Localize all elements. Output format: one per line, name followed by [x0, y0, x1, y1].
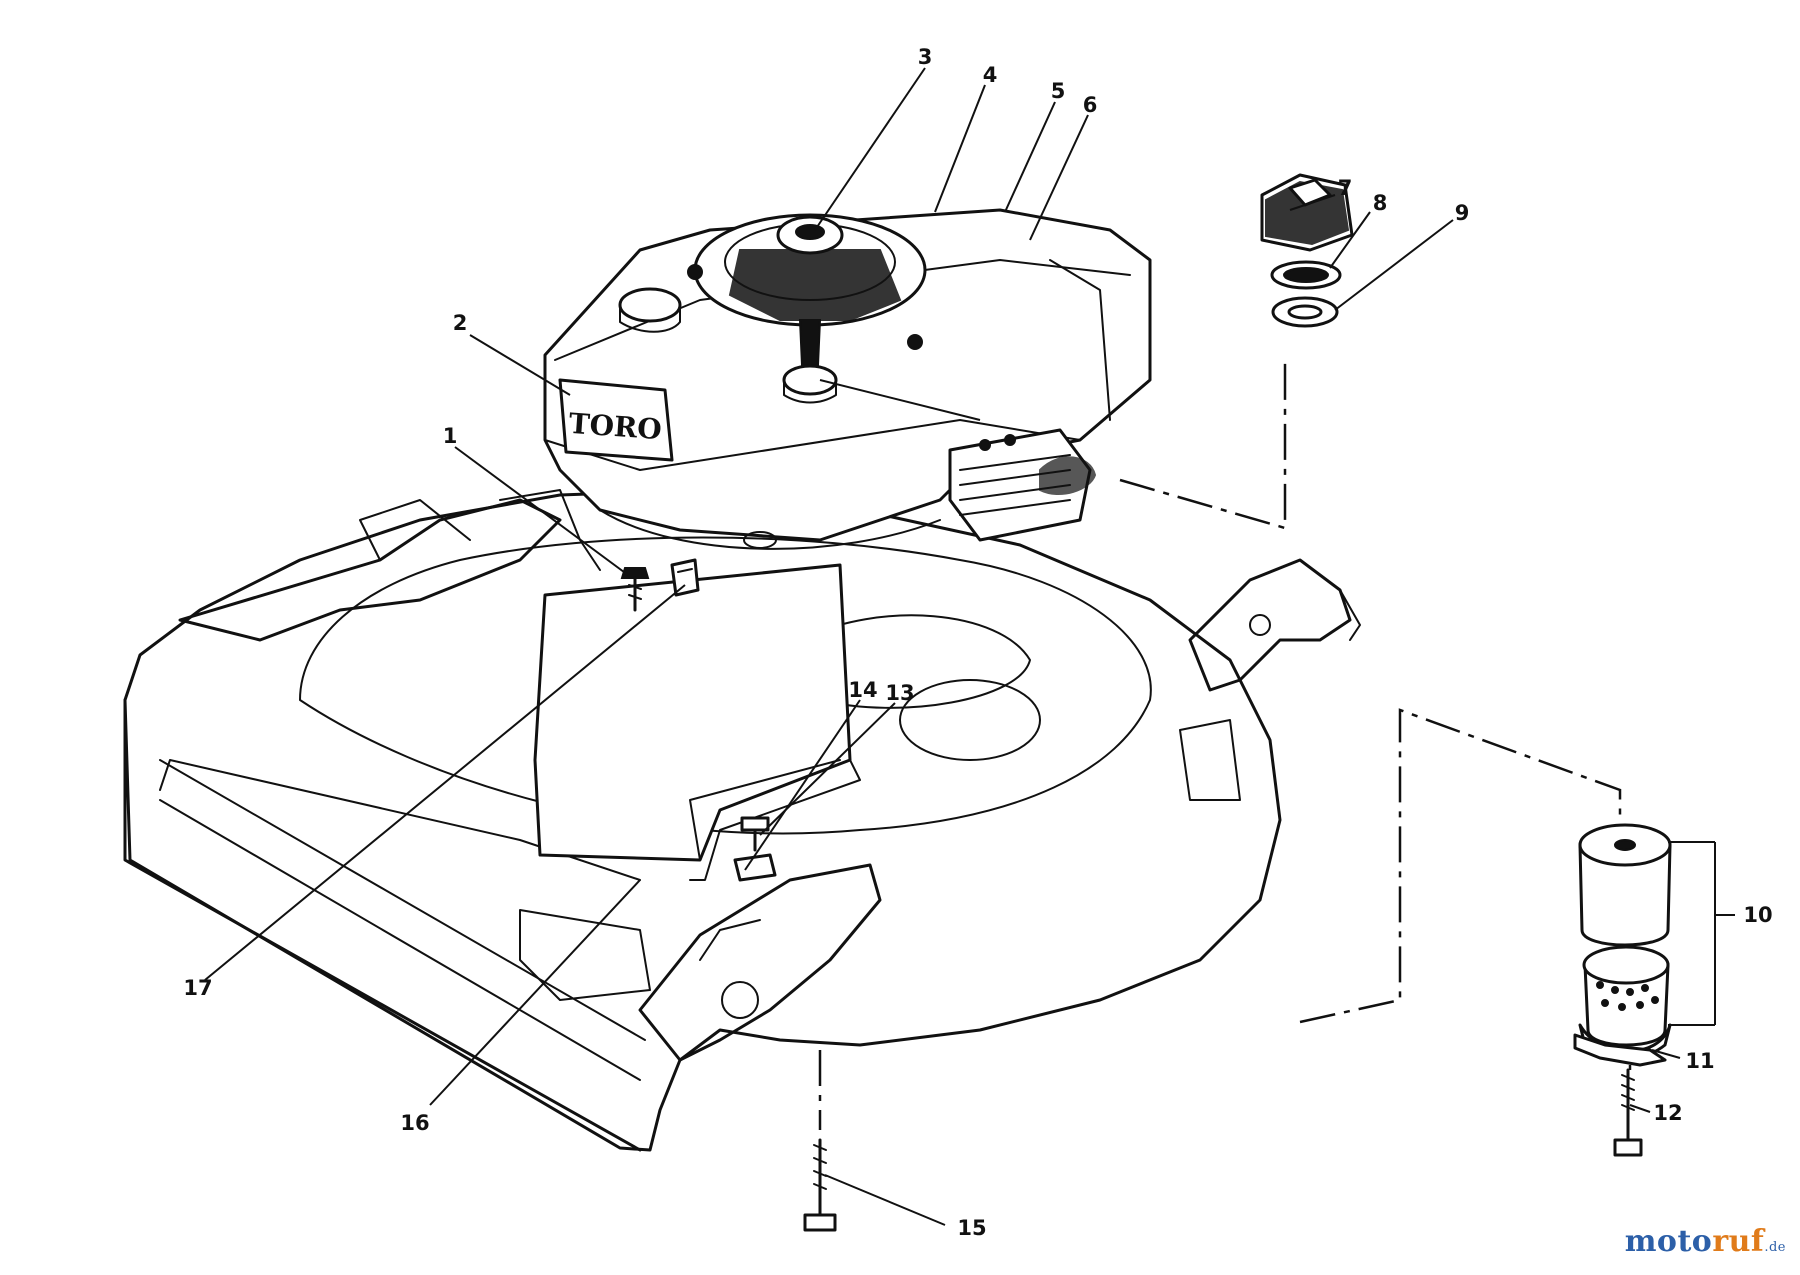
callout-2: 2: [453, 311, 468, 335]
clip-17: [670, 558, 700, 597]
bolt-15: [803, 1138, 837, 1232]
discharge-deflector: [533, 563, 861, 881]
brand-accent: ruf: [1712, 1224, 1765, 1259]
callout-labels: 1 2 3 4 5 6 7 8 9 10 11 12 13 14 15 16 1…: [183, 45, 1772, 1240]
screw-14: [740, 816, 770, 852]
callout-14: 14: [848, 678, 877, 702]
callout-6: 6: [1083, 93, 1098, 117]
screw-1: [620, 567, 650, 612]
callout-3: 3: [918, 45, 933, 69]
callout-13: 13: [885, 681, 914, 705]
toro-logo: TORO: [568, 407, 663, 446]
assembly-dash-lines: [818, 360, 1632, 1130]
mount-perforations: [1596, 981, 1659, 1011]
brand-tld: .de: [1764, 1240, 1786, 1255]
callout-9: 9: [1455, 201, 1470, 225]
callout-10: 10: [1743, 903, 1772, 927]
brand-primary: moto: [1624, 1224, 1713, 1259]
callout-1: 1: [443, 424, 458, 448]
leader-lines: [204, 67, 1735, 1226]
callout-4: 4: [983, 63, 998, 87]
callout-12: 12: [1653, 1101, 1682, 1125]
motoruf-watermark: motoruf.de: [1625, 1224, 1786, 1259]
callout-7: 7: [1338, 176, 1353, 200]
engine-assembly: TORO: [543, 208, 1152, 550]
callout-11: 11: [1685, 1049, 1714, 1073]
nut-13: [733, 853, 777, 882]
callout-8: 8: [1373, 191, 1388, 215]
callout-16: 16: [400, 1111, 429, 1135]
callout-17: 17: [183, 976, 212, 1000]
callout-15: 15: [957, 1216, 986, 1240]
callout-5: 5: [1051, 79, 1066, 103]
air-cleaner-knob-parts: [1260, 173, 1354, 328]
isolator-mount-parts: [1573, 823, 1672, 1157]
